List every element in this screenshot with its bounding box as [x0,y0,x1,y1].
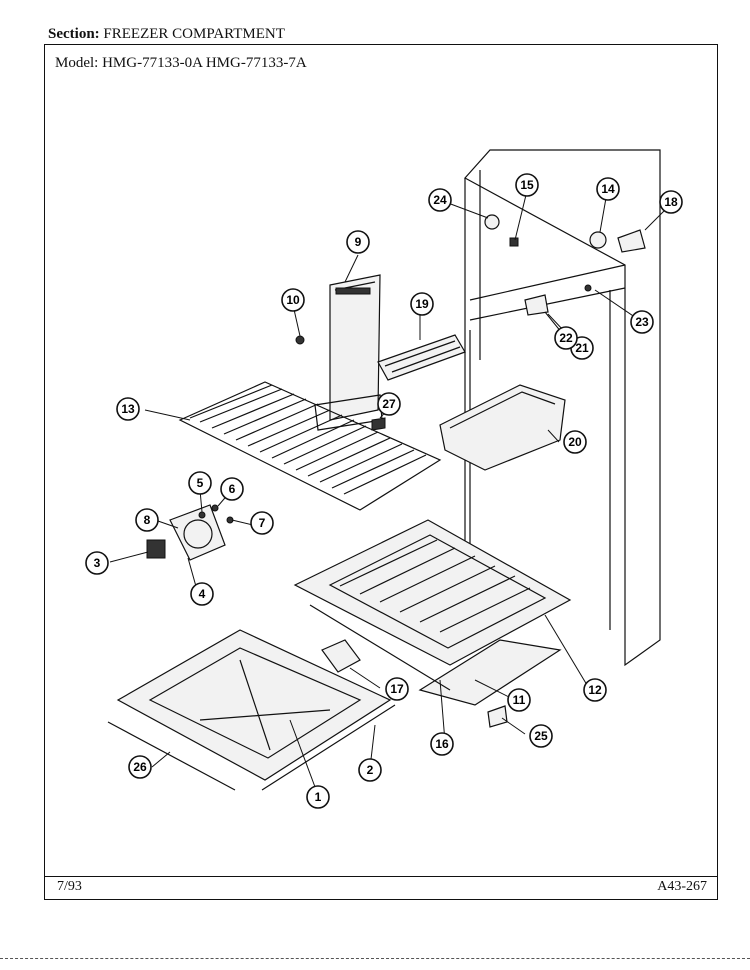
callout-4: 4 [190,582,214,606]
callout-19: 19 [410,292,434,316]
svg-text:19: 19 [415,297,429,311]
svg-text:2: 2 [367,763,374,777]
callout-8: 8 [135,508,159,532]
part-27-bracket [371,417,386,431]
callout-20: 20 [563,430,587,454]
svg-text:26: 26 [133,760,147,774]
part-15-clip [509,237,519,247]
callout-23: 23 [630,310,654,334]
callout-15: 15 [515,173,539,197]
svg-text:12: 12 [588,683,602,697]
callout-27: 27 [377,392,401,416]
footer-page-code: A43-267 [657,879,707,894]
part-11-cover [418,639,562,706]
svg-text:3: 3 [94,556,101,570]
svg-text:27: 27 [382,397,396,411]
svg-text:8: 8 [144,513,151,527]
callout-13: 13 [116,397,140,421]
svg-text:25: 25 [534,729,548,743]
svg-text:7: 7 [259,516,266,530]
part-9-tray-support [314,274,383,431]
model-label: Model: [55,55,99,71]
svg-text:10: 10 [286,293,300,307]
page-edge-rule [0,958,750,959]
part-19-ice-tray [377,334,466,381]
svg-text:20: 20 [568,435,582,449]
part-18-control [617,229,646,253]
svg-text:6: 6 [229,482,236,496]
section-heading: Section: FREEZER COMPARTMENT [48,26,285,43]
svg-text:17: 17 [390,682,404,696]
part-24-grommet [484,214,500,230]
svg-text:4: 4 [199,587,206,601]
callout-5: 5 [188,471,212,495]
callout-7: 7 [250,511,274,535]
svg-text:13: 13 [121,402,135,416]
part-26-side-trim [107,721,236,791]
callout-18: 18 [659,190,683,214]
callout-26: 26 [128,755,152,779]
svg-text:22: 22 [559,331,573,345]
footer-rule [45,876,717,877]
fan-assembly [146,504,226,561]
svg-text:21: 21 [575,341,589,355]
callout-24: 24 [428,188,452,212]
callout-11: 11 [507,688,531,712]
callout-22: 22 [554,326,578,350]
callout-6: 6 [220,477,244,501]
svg-text:18: 18 [664,195,678,209]
part-12-shelf-frame [293,519,572,666]
part-10-screw [295,335,305,345]
model-value: HMG-77133-0A HMG-77133-7A [102,55,307,71]
part-17-crisper-cover [321,639,361,673]
callout-9: 9 [346,230,370,254]
svg-text:9: 9 [355,235,362,249]
part-2-front-trim [261,704,396,791]
model-line: Model: HMG-77133-0A HMG-77133-7A [55,55,307,72]
callout-25: 25 [529,724,553,748]
callout-2: 2 [358,758,382,782]
footer-date: 7/93 [57,879,82,894]
part-14-knob [589,231,607,249]
svg-text:5: 5 [197,476,204,490]
callout-14: 14 [596,177,620,201]
svg-text:16: 16 [435,737,449,751]
section-value: FREEZER COMPARTMENT [103,26,285,42]
svg-text:15: 15 [520,178,534,192]
part-5-screw [198,511,206,519]
part-6-motor-mount [211,504,219,512]
part-16-rail [309,604,451,691]
section-label: Section: [48,26,100,42]
svg-text:1: 1 [315,790,322,804]
part-25-clip [487,705,508,728]
part-23-screw [584,284,592,292]
svg-text:23: 23 [635,315,649,329]
callout-3: 3 [85,551,109,575]
diagram-frame: Model: HMG-77133-0A HMG-77133-7A 7/93 A4… [44,44,718,900]
part-20-pan [439,384,566,471]
callout-10: 10 [281,288,305,312]
svg-text:11: 11 [513,693,526,707]
part-1-floor [116,629,392,781]
svg-text:24: 24 [433,193,447,207]
svg-text:14: 14 [601,182,615,196]
part-22-bracket [524,294,549,316]
callout-12: 12 [583,678,607,702]
part-13-wire-shelf [178,381,442,511]
callout-16: 16 [430,732,454,756]
callout-17: 17 [385,677,409,701]
callout-1: 1 [306,785,330,809]
